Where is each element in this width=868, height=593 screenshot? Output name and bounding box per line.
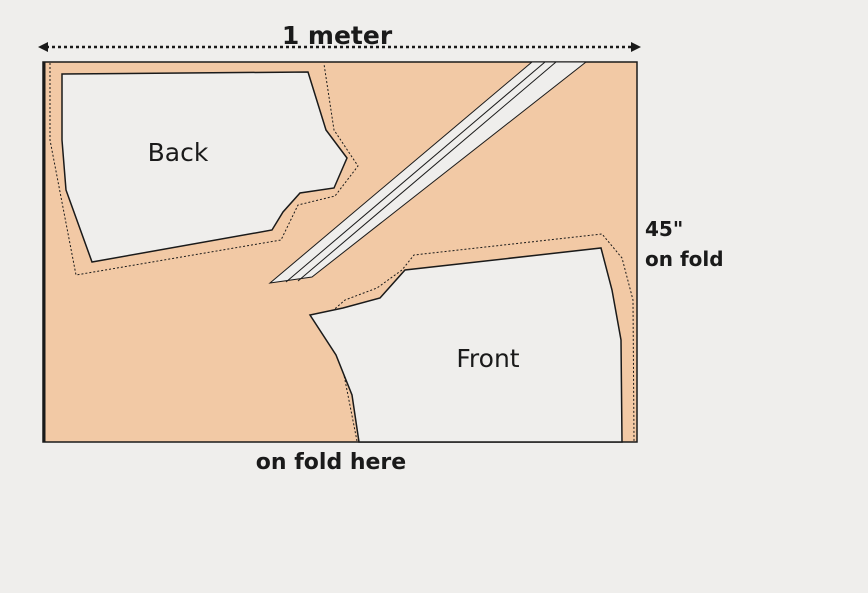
width-arrow-left-icon	[38, 42, 48, 52]
bias-strip-divider-2	[297, 61, 557, 282]
width-label: 1 meter	[282, 21, 393, 50]
width-arrow-right-icon	[631, 42, 641, 52]
front-pattern-piece	[308, 247, 623, 443]
width-dimension	[38, 42, 641, 52]
back-piece-label: Back	[148, 138, 209, 167]
bottom-fold-label: on fold here	[256, 450, 406, 475]
front-piece-label: Front	[456, 344, 519, 373]
height-label-line2: on fold	[645, 247, 724, 271]
bias-strips	[268, 61, 588, 284]
back-seam-allowance-line	[49, 63, 359, 276]
back-pattern-piece	[61, 71, 348, 263]
height-label-line1: 45"	[645, 217, 683, 241]
bias-strip-divider-1	[285, 61, 546, 283]
bias-strip-outer	[268, 61, 588, 284]
